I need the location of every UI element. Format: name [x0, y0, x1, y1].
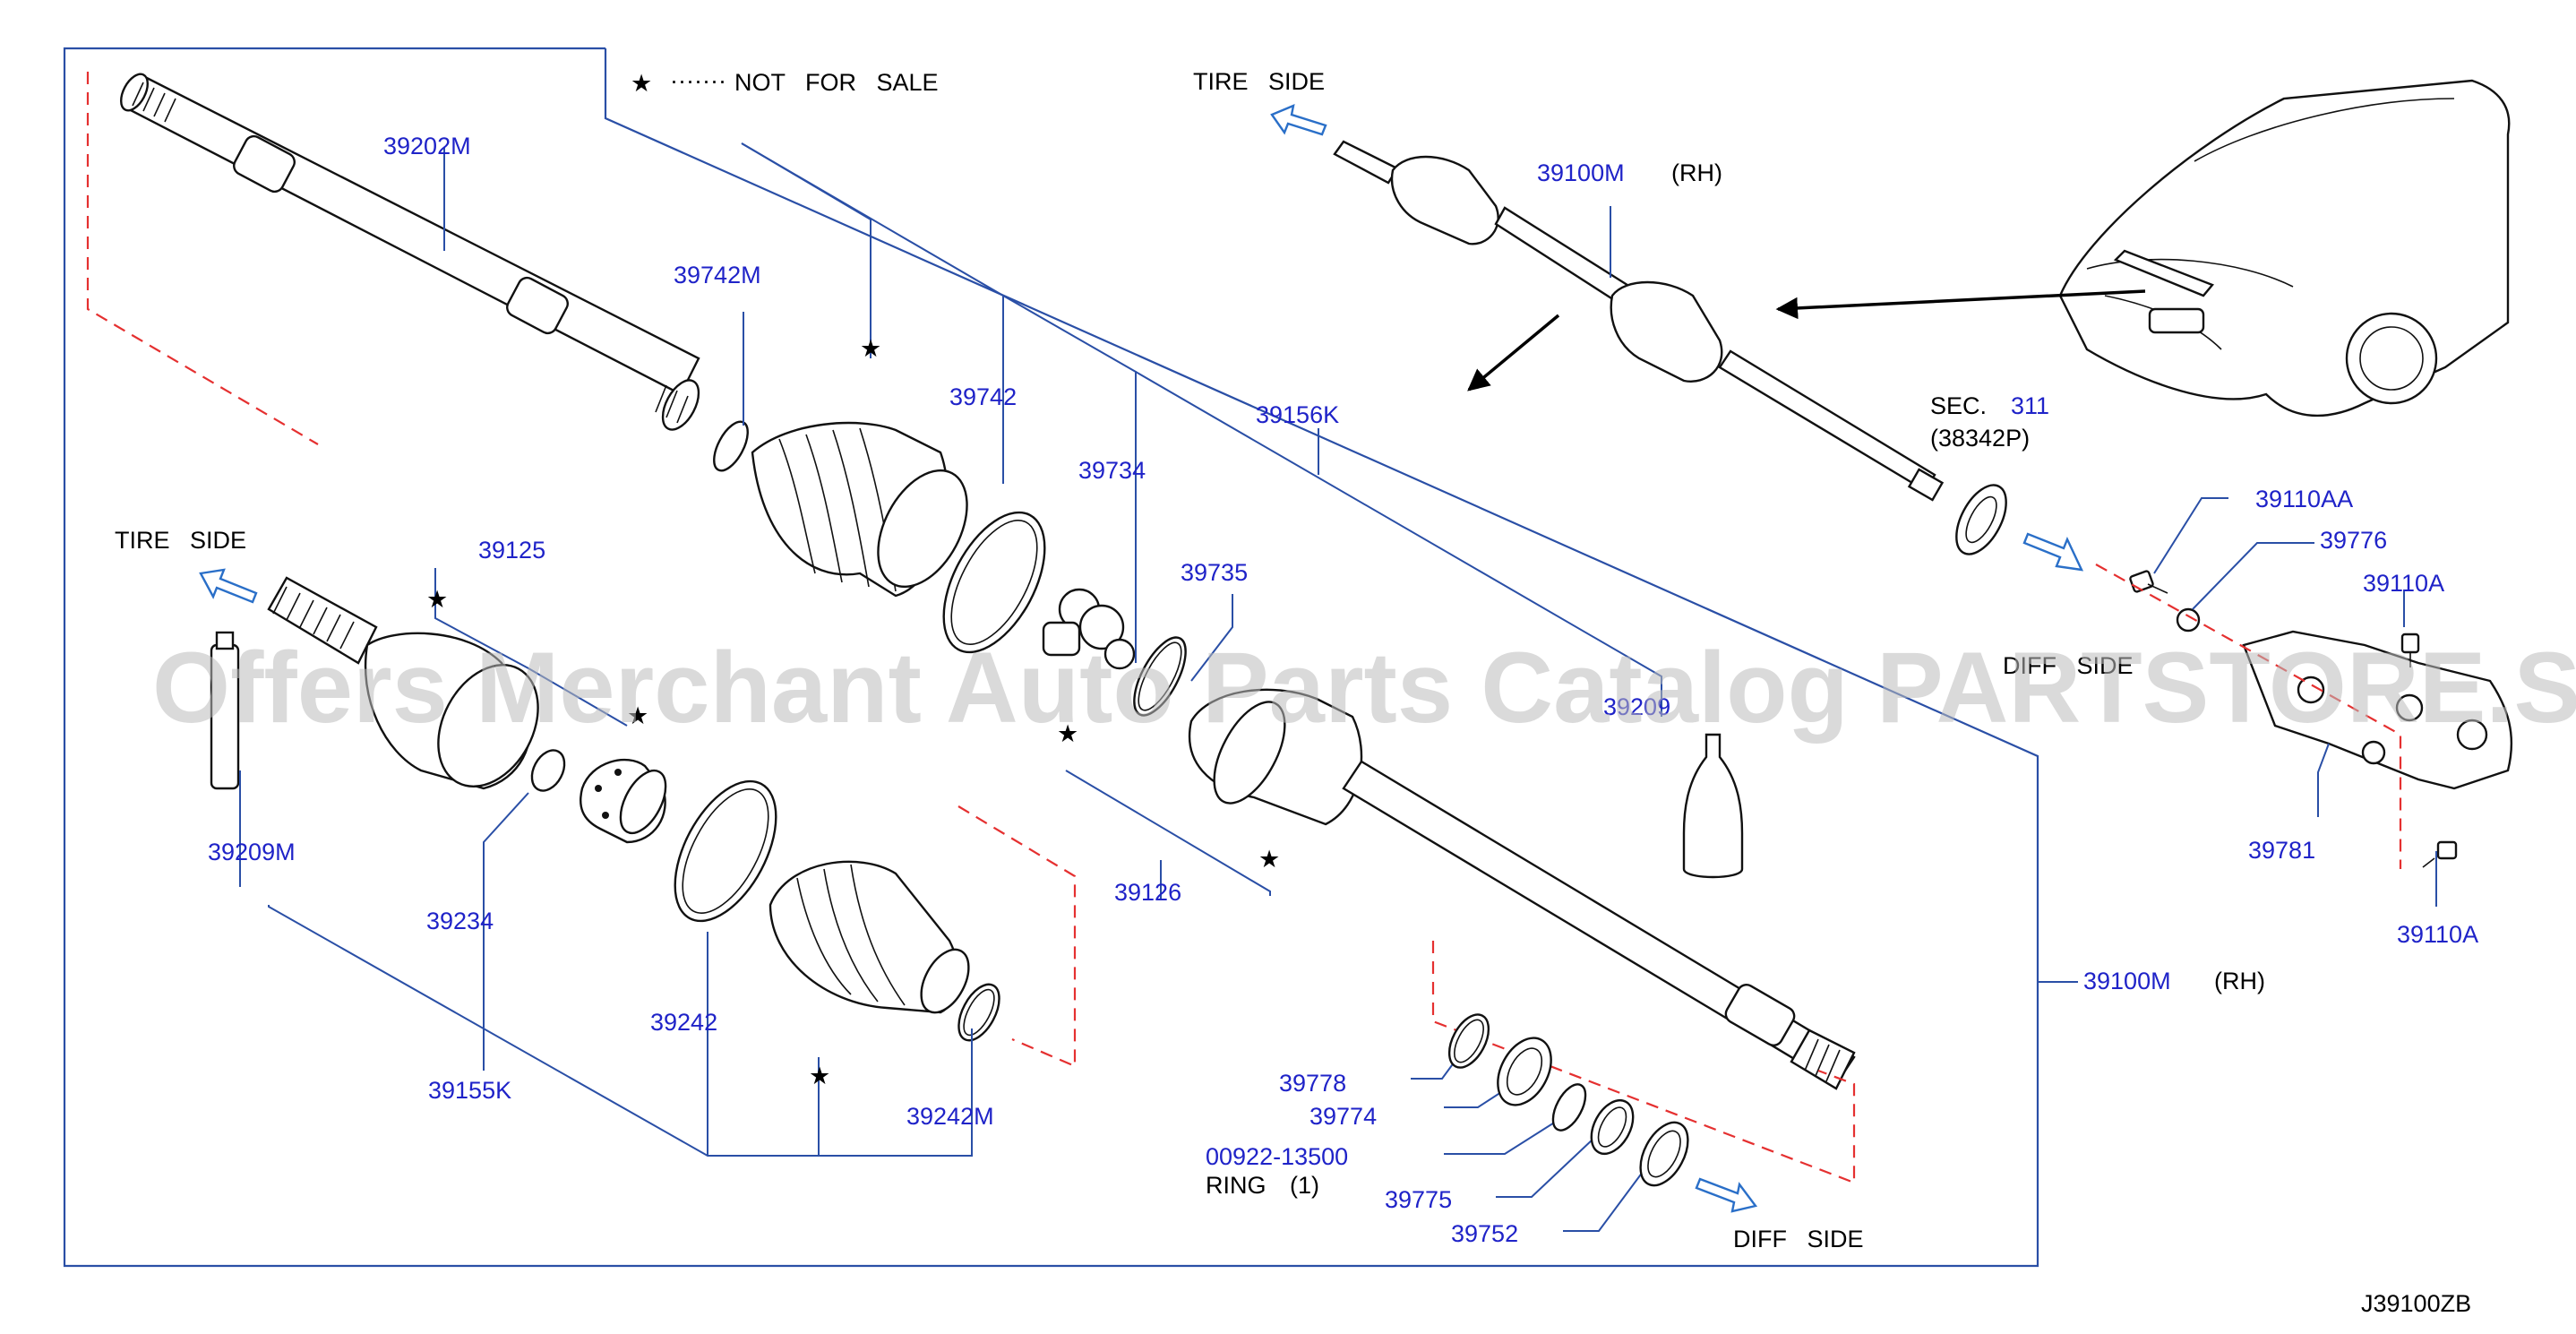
callout-39774[interactable]: 39774	[1309, 1103, 1377, 1130]
callout-39752[interactable]: 39752	[1451, 1220, 1518, 1247]
callout-39100M-right[interactable]: 39100M	[2083, 968, 2171, 994]
callout-39775[interactable]: 39775	[1385, 1186, 1452, 1213]
grease-tube-left	[210, 631, 240, 790]
callout-39209-right[interactable]: 39209	[1603, 693, 1670, 720]
car-silhouette	[2058, 79, 2511, 417]
main-frame	[63, 47, 2039, 1268]
band-39242	[674, 779, 777, 923]
star-mark: ★	[1057, 720, 1078, 747]
callout-39742M[interactable]: 39742M	[674, 262, 761, 288]
snap-ring-39735	[1133, 636, 1187, 717]
callout-39778[interactable]: 39778	[1279, 1070, 1346, 1097]
arrow-diff-side-bottom	[1695, 1177, 1758, 1213]
callout-39126[interactable]: 39126	[1114, 879, 1181, 906]
callout-39781[interactable]: 39781	[2248, 837, 2315, 864]
housing-shaft-39100M	[1189, 688, 1856, 1090]
callout-39155K[interactable]: 39155K	[428, 1077, 511, 1104]
label-ring-qty: (1)	[1290, 1172, 1319, 1199]
callout-39742[interactable]: 39742	[949, 383, 1017, 410]
arrow-tire-side-left	[199, 568, 258, 604]
grease-tube-right	[1682, 733, 1744, 879]
watermark: Offers Merchant Auto Parts Catalog PARTS…	[152, 632, 2576, 744]
boot-outer	[769, 860, 970, 1014]
star-mark: ★	[1258, 846, 1280, 873]
inner-race	[580, 758, 667, 844]
pointer-arrow-car	[1775, 289, 2146, 320]
callout-39242M[interactable]: 39242M	[906, 1103, 994, 1130]
outer-joint-39125	[267, 576, 539, 790]
washer-39776	[2176, 607, 2201, 633]
dash-bottom-right	[1431, 941, 1856, 1184]
spider-39734	[1042, 588, 1136, 670]
circlip-39234	[530, 749, 566, 792]
label-ring: RING	[1206, 1172, 1267, 1199]
label-tire-side-left: TIRE SIDE	[115, 527, 246, 554]
leader-lines	[239, 142, 2437, 1232]
legend-star: ★	[631, 70, 652, 97]
shaft-39202M	[120, 73, 700, 431]
callout-39110AA[interactable]: 39110AA	[2255, 486, 2353, 512]
star-mark: ★	[426, 586, 448, 613]
callout-39209M[interactable]: 39209M	[208, 839, 296, 865]
bracket-39781	[2242, 630, 2513, 790]
star-mark: ★	[860, 335, 881, 362]
callout-39202M[interactable]: 39202M	[383, 133, 471, 159]
label-tire-side-top: TIRE SIDE	[1193, 68, 1325, 95]
callout-00922-13500[interactable]: 00922-13500	[1206, 1143, 1348, 1170]
pointer-arrow-shaft	[1467, 314, 1560, 392]
star-marks: ★ ★ ★ ★ ★ ★	[426, 335, 1280, 1089]
callout-39110A-bottom[interactable]: 39110A	[2397, 921, 2478, 948]
callout-39234[interactable]: 39234	[426, 908, 494, 934]
callout-39100M-top[interactable]: 39100M	[1537, 159, 1625, 186]
star-mark: ★	[809, 1063, 830, 1089]
callout-39734[interactable]: 39734	[1078, 457, 1146, 484]
label-diff-side-right: DIFF SIDE	[2003, 652, 2134, 679]
dash-bracket	[2095, 564, 2402, 869]
callout-39776[interactable]: 39776	[2320, 527, 2387, 554]
label-sec-number: 311	[2011, 392, 2049, 419]
arrow-diff-side-right	[2022, 532, 2084, 572]
dash-top-left	[86, 72, 319, 445]
label-rh-top: (RH)	[1671, 159, 1722, 186]
callout-39242[interactable]: 39242	[650, 1009, 717, 1036]
callout-39125[interactable]: 39125	[478, 537, 545, 564]
bolt-39110AA	[2129, 570, 2168, 594]
diagram-code: J39100ZB	[2361, 1290, 2471, 1317]
shaft-39100M-top	[1333, 140, 1945, 502]
label-rh-right: (RH)	[2214, 968, 2265, 994]
legend-dots: ·······	[670, 67, 726, 94]
dash-mid	[957, 805, 1077, 1068]
legend: ★ ······· NOT FOR SALE	[631, 67, 939, 97]
oil-seal	[1955, 484, 2007, 555]
boot-39742M	[713, 420, 968, 598]
label-diff-side-bottom: DIFF SIDE	[1733, 1226, 1864, 1252]
bearing-set	[1447, 1013, 1689, 1187]
band-39742	[942, 511, 1046, 654]
callout-39110A-top[interactable]: 39110A	[2363, 570, 2444, 597]
legend-text: NOT FOR SALE	[734, 69, 939, 96]
arrow-tire-side-top	[1270, 104, 1327, 136]
labels: TIRE SIDE TIRE SIDE DIFF SIDE DIFF SIDE …	[115, 68, 2478, 1317]
bolt-39110A-top	[2400, 633, 2420, 667]
callout-39735[interactable]: 39735	[1181, 559, 1248, 586]
clamp-39242M	[957, 983, 1000, 1042]
star-mark: ★	[627, 702, 648, 729]
label-sec-sub: (38342P)	[1930, 425, 2030, 452]
callout-39156K[interactable]: 39156K	[1256, 401, 1339, 428]
bolt-39110A-bottom	[2422, 840, 2458, 868]
label-sec-prefix: SEC.	[1930, 392, 1987, 419]
